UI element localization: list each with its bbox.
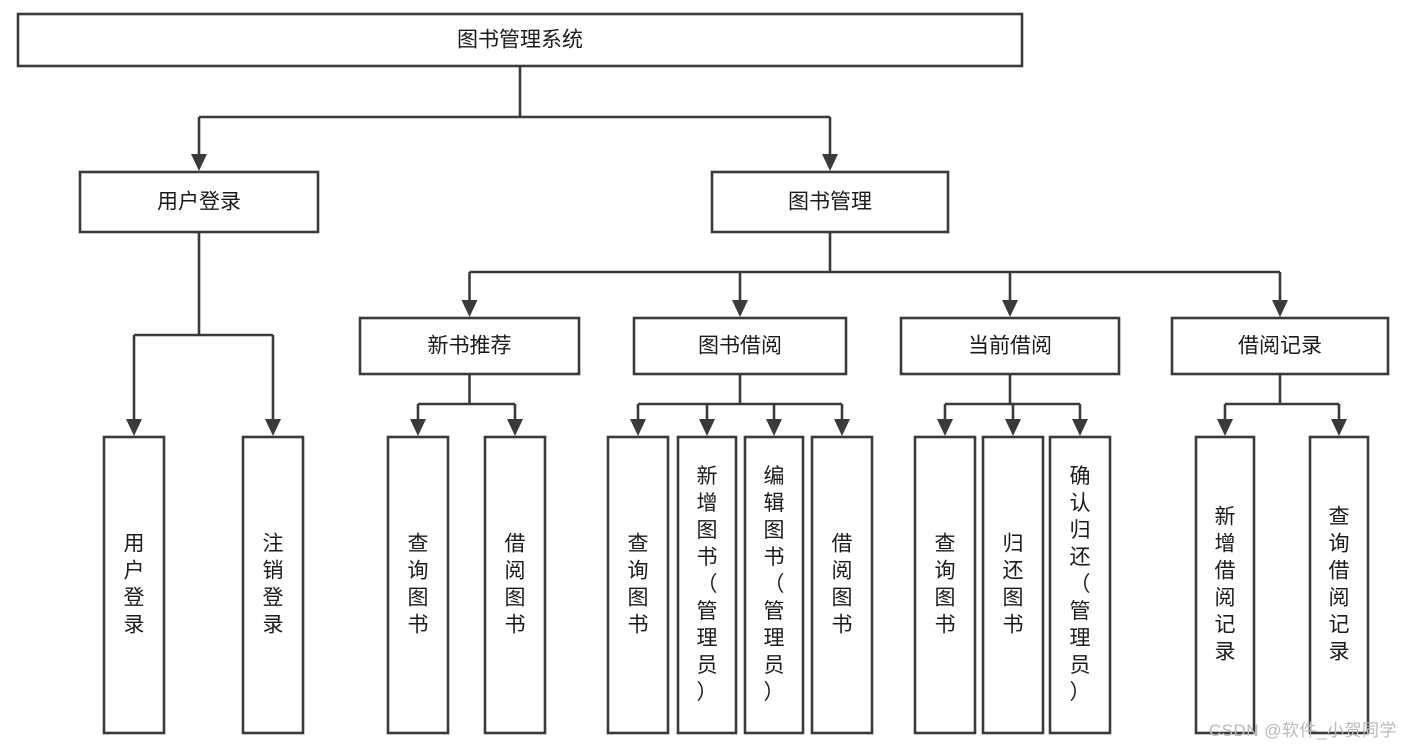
node-label: 借阅记录 [1238,335,1322,358]
connector-group-user-login [126,232,281,436]
node-leaf-add-book[interactable]: 新增图书（管理员） [676,435,738,735]
connector-group-new-book-rec [410,374,523,436]
node-new-book-rec[interactable]: 新书推荐 [358,316,581,376]
node-label: 借阅图书 [832,532,853,636]
node-box[interactable] [676,435,738,735]
node-leaf-edit-book[interactable]: 编辑图书（管理员） [743,435,805,735]
arrow-head-icon [410,419,426,436]
node-label: 新书推荐 [428,335,512,358]
node-box[interactable] [16,12,1024,68]
node-box[interactable] [78,170,320,234]
node-box[interactable] [483,435,547,735]
node-book-borrow[interactable]: 图书借阅 [632,316,848,376]
node-box[interactable] [606,435,670,735]
node-box[interactable] [810,435,874,735]
node-root[interactable]: 图书管理系统 [16,12,1024,68]
node-label: 图书管理系统 [457,29,583,52]
node-box[interactable] [1170,316,1390,376]
arrow-head-icon [937,419,953,436]
node-leaf-add-record[interactable]: 新增借阅记录 [1194,435,1256,735]
node-leaf-logout[interactable]: 注销登录 [241,435,305,735]
node-leaf-borrow-book-2[interactable]: 借阅图书 [810,435,874,735]
node-box[interactable] [710,170,950,234]
arrow-head-icon [265,419,281,436]
arrow-head-icon [1005,419,1021,436]
node-label: 新增借阅记录 [1215,505,1236,663]
node-box[interactable] [981,435,1045,735]
node-box[interactable] [386,435,450,735]
arrow-head-icon [1331,419,1347,436]
arrow-head-icon [191,154,207,171]
connector-group-borrow-record [1217,374,1347,436]
node-current-borrow[interactable]: 当前借阅 [899,316,1121,376]
node-box[interactable] [102,435,166,735]
node-label: 用户登录 [157,191,241,214]
node-leaf-query-book-3[interactable]: 查询图书 [913,435,977,735]
node-label: 当前借阅 [968,335,1052,358]
arrow-head-icon [1217,419,1233,436]
node-leaf-query-book-1[interactable]: 查询图书 [386,435,450,735]
node-box[interactable] [743,435,805,735]
connector-group-root [191,66,838,171]
node-box[interactable] [913,435,977,735]
node-leaf-confirm-return[interactable]: 确认归还（管理员） [1048,435,1112,735]
node-label: 确认归还（管理员） [1070,465,1091,704]
arrow-head-icon [126,419,142,436]
node-box[interactable] [899,316,1121,376]
node-leaf-borrow-book-1[interactable]: 借阅图书 [483,435,547,735]
arrow-head-icon [732,300,748,317]
node-box[interactable] [1194,435,1256,735]
node-label: 查询图书 [935,532,956,636]
node-label: 编辑图书（管理员） [764,465,785,704]
node-label: 图书借阅 [698,335,782,358]
node-box[interactable] [1308,435,1370,735]
arrow-head-icon [1072,419,1088,436]
arrow-head-icon [507,419,523,436]
node-box[interactable] [241,435,305,735]
connector-group-book-borrow [630,374,850,436]
connector-group-current-borrow [937,374,1088,436]
node-label: 用户登录 [124,532,145,636]
node-leaf-return-book[interactable]: 归还图书 [981,435,1045,735]
node-borrow-record[interactable]: 借阅记录 [1170,316,1390,376]
node-label: 归还图书 [1003,532,1024,636]
arrow-head-icon [834,419,850,436]
connector-group-book-manage [461,232,1288,317]
node-label: 图书管理 [788,191,872,214]
arrow-head-icon [766,419,782,436]
node-book-manage[interactable]: 图书管理 [710,170,950,234]
arrow-head-icon [699,419,715,436]
connectors-layer [126,66,1347,436]
node-leaf-query-book-2[interactable]: 查询图书 [606,435,670,735]
node-box[interactable] [1048,435,1112,735]
arrow-head-icon [461,300,478,317]
node-leaf-user-login[interactable]: 用户登录 [102,435,166,735]
arrow-head-icon [1002,300,1018,317]
node-label: 查询借阅记录 [1329,505,1350,663]
arrow-head-icon [822,154,838,171]
node-label: 借阅图书 [505,532,526,636]
arrow-head-icon [630,419,646,436]
node-box[interactable] [358,316,581,376]
node-label: 注销登录 [263,532,284,636]
node-user-login[interactable]: 用户登录 [78,170,320,234]
node-label: 查询图书 [408,532,429,636]
node-leaf-query-record[interactable]: 查询借阅记录 [1308,435,1370,735]
node-label: 新增图书（管理员） [697,465,718,704]
node-label: 查询图书 [628,532,649,636]
nodes-layer: 图书管理系统用户登录图书管理新书推荐图书借阅当前借阅借阅记录用户登录注销登录查询… [16,12,1390,735]
arrow-head-icon [1272,300,1288,317]
node-box[interactable] [632,316,848,376]
